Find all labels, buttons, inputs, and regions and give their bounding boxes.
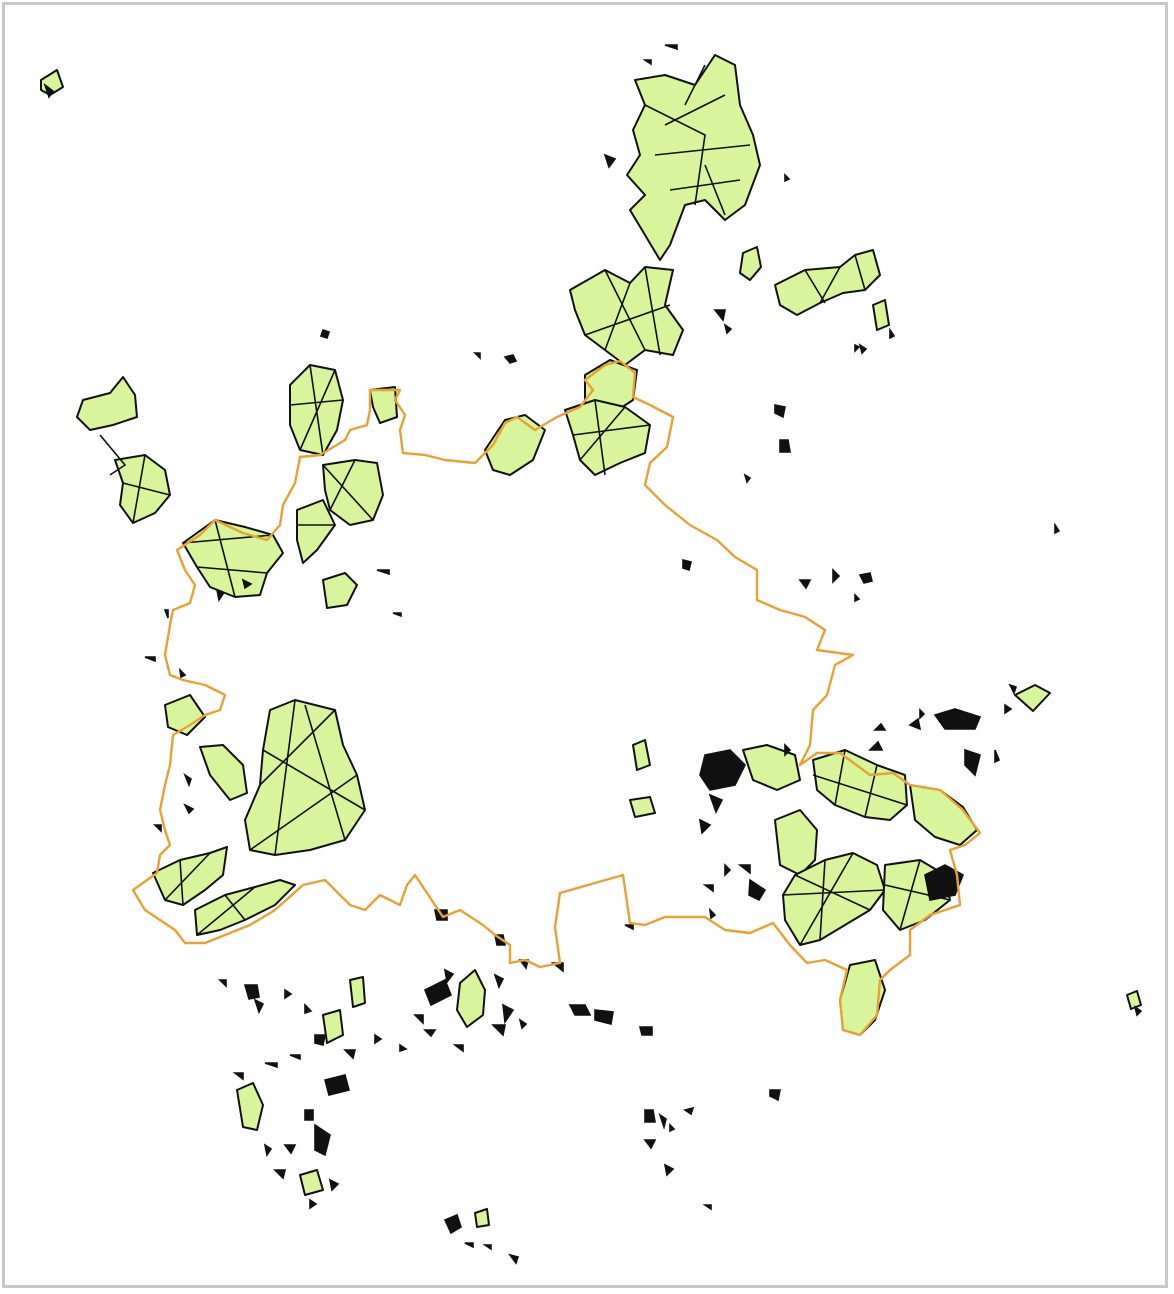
patch <box>299 1169 324 1196</box>
patch <box>164 694 206 736</box>
patch <box>632 739 651 771</box>
patch-inner-lines <box>782 852 886 946</box>
patch <box>569 266 684 366</box>
patch <box>774 809 818 876</box>
patch <box>76 376 138 431</box>
patch-inner-lines <box>289 364 344 456</box>
patch <box>564 399 651 476</box>
patch <box>322 1009 344 1044</box>
patch <box>114 454 171 524</box>
patch-inner-lines <box>572 399 651 476</box>
patch-inner-lines <box>297 459 374 526</box>
fragment <box>43 44 1143 1265</box>
patch-group-southwest <box>152 694 656 936</box>
patch-group-east <box>742 684 1051 1036</box>
patch <box>1126 990 1142 1010</box>
patch <box>199 744 248 801</box>
patch <box>739 246 762 281</box>
patch-inner-lines <box>164 852 256 936</box>
patch <box>349 976 366 1008</box>
patch <box>782 852 886 946</box>
patch <box>369 386 398 424</box>
patch-group-south <box>236 969 1142 1228</box>
patch <box>322 459 384 526</box>
patch <box>629 796 656 818</box>
patch <box>152 846 228 906</box>
patch <box>244 699 366 856</box>
patch <box>236 1082 264 1131</box>
map-canvas <box>40 44 1143 1265</box>
patch-group-west <box>40 69 398 609</box>
patch-inner-lines <box>804 254 866 304</box>
patch <box>742 744 801 791</box>
patch <box>774 249 881 316</box>
patch <box>322 572 358 609</box>
patch-group-north <box>484 54 890 476</box>
patch <box>812 749 908 821</box>
patch <box>194 879 296 936</box>
patch <box>182 519 284 598</box>
patch <box>474 1208 490 1228</box>
patch-inner-lines <box>99 434 171 524</box>
patch <box>456 969 486 1028</box>
boundary-outline <box>131 359 982 1037</box>
patch-inner-lines <box>584 266 671 356</box>
patch-inner-lines <box>644 64 751 216</box>
patch-inner-lines <box>249 699 366 856</box>
patch <box>872 299 890 331</box>
patch <box>296 499 336 564</box>
patch <box>1014 684 1051 712</box>
small-fragments <box>43 44 1143 1265</box>
patch <box>626 54 761 261</box>
